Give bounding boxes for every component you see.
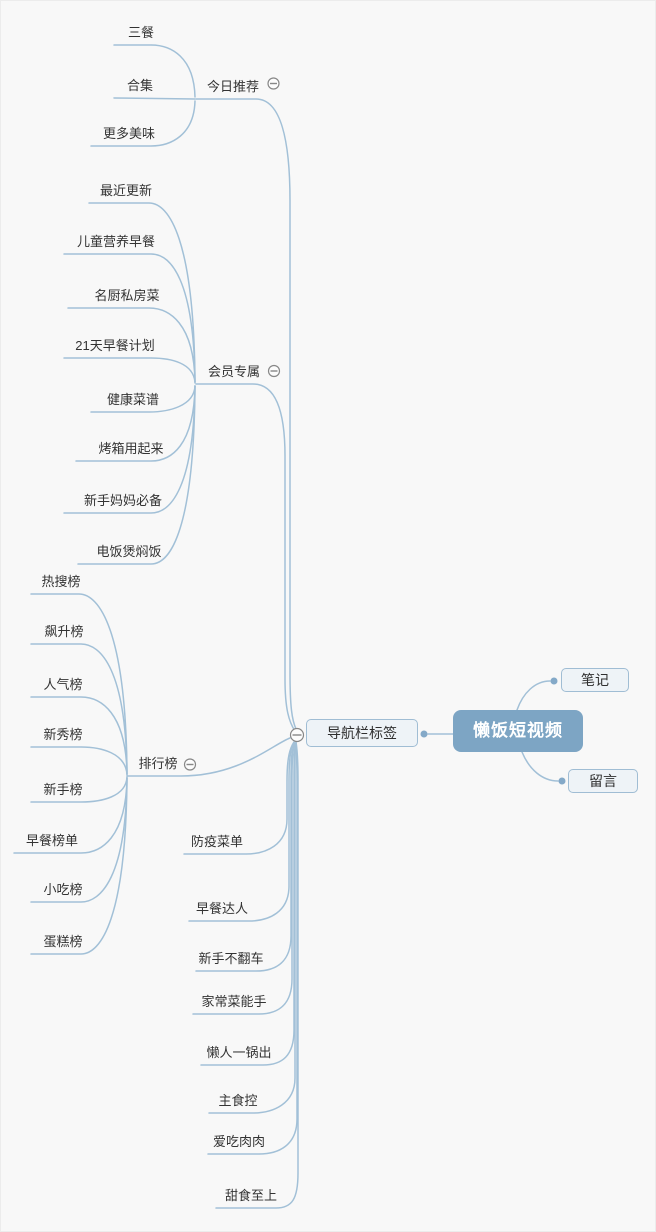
node-new-mom-essentials[interactable]: 新手妈妈必备	[83, 493, 162, 508]
branch-line	[195, 98, 297, 730]
node-popularity-ranking[interactable]: 人气榜	[43, 677, 83, 692]
branch-line	[516, 680, 551, 711]
connector-dot	[558, 777, 566, 785]
node-today-recommend[interactable]: 今日推荐	[206, 79, 259, 94]
node-collection[interactable]: 合集	[126, 78, 153, 93]
node-use-the-oven[interactable]: 烤箱用起来	[98, 441, 164, 456]
branch-line	[113, 97, 196, 100]
collapse-icon-member-exclusive[interactable]	[267, 364, 281, 378]
node-staple-food-fan[interactable]: 主食控	[218, 1093, 258, 1108]
connector-dot	[420, 730, 428, 738]
branch-line	[126, 737, 291, 777]
node-breakfast-ranking-list[interactable]: 早餐榜单	[25, 833, 78, 848]
branch-line	[77, 385, 196, 565]
branch-line	[195, 742, 296, 972]
branch-line	[30, 776, 128, 803]
branch-line	[200, 742, 297, 1066]
node-healthy-recipes[interactable]: 健康菜谱	[106, 392, 159, 407]
branch-line	[113, 44, 196, 98]
root-node-lazy-rice-short-video[interactable]: 懒饭短视频	[453, 710, 583, 752]
branch-line	[215, 741, 299, 1209]
node-three-meals[interactable]: 三餐	[127, 25, 154, 40]
node-recent-updates[interactable]: 最近更新	[99, 183, 152, 198]
node-children-nutrition-breakfast[interactable]: 儿童营养早餐	[76, 234, 155, 249]
collapse-icon-today-recommend[interactable]	[267, 77, 280, 90]
branch-line	[90, 385, 196, 413]
node-anti-epidemic-menu[interactable]: 防疫菜单	[190, 834, 243, 849]
node-cake-ranking[interactable]: 蛋糕榜	[43, 934, 83, 949]
node-rankings[interactable]: 排行榜	[138, 756, 178, 771]
branch-line	[63, 357, 196, 384]
node-snack-ranking[interactable]: 小吃榜	[43, 882, 83, 897]
node-breakfast-expert[interactable]: 早餐达人	[195, 901, 248, 916]
branch-line	[30, 643, 128, 775]
branch-line	[521, 751, 559, 782]
node-sweets-first[interactable]: 甜食至上	[224, 1188, 277, 1203]
node-lazy-one-pot[interactable]: 懒人一锅出	[206, 1045, 272, 1060]
branch-line	[30, 777, 128, 955]
branch-line	[13, 777, 128, 854]
branch-line	[63, 253, 196, 383]
node-soaring-ranking[interactable]: 飙升榜	[44, 624, 84, 639]
node-famous-chef-private-dishes[interactable]: 名厨私房菜	[94, 288, 160, 303]
branch-line	[183, 741, 295, 855]
collapse-icon-navbar-tags[interactable]	[289, 727, 305, 743]
node-21-day-breakfast-plan[interactable]: 21天早餐计划	[75, 338, 155, 353]
branch-line	[88, 202, 196, 383]
branch-line	[90, 100, 196, 147]
node-more-delicious[interactable]: 更多美味	[102, 126, 155, 141]
node-beginner-ranking[interactable]: 新手榜	[43, 782, 83, 797]
node-home-cooking-expert[interactable]: 家常菜能手	[201, 994, 267, 1009]
branch-line	[195, 383, 296, 732]
node-navbar-tags[interactable]: 导航栏标签	[306, 719, 418, 747]
node-hot-search-ranking[interactable]: 热搜榜	[41, 574, 81, 589]
node-member-exclusive[interactable]: 会员专属	[207, 364, 260, 379]
node-beginner-no-fail[interactable]: 新手不翻车	[198, 951, 264, 966]
branch-line	[208, 742, 297, 1114]
node-rice-cooker-braised-rice[interactable]: 电饭煲焖饭	[96, 544, 162, 559]
node-meat-lover[interactable]: 爱吃肉肉	[212, 1134, 265, 1149]
branch-line	[30, 593, 128, 775]
branch-line	[30, 777, 128, 903]
branch-line	[75, 385, 196, 462]
node-rising-star-ranking[interactable]: 新秀榜	[43, 727, 83, 742]
branch-line	[192, 742, 296, 1015]
branch-line	[67, 307, 196, 383]
collapse-icon-rankings[interactable]	[183, 758, 197, 771]
node-messages[interactable]: 留言	[568, 769, 638, 793]
branch-line	[30, 696, 128, 775]
node-notes[interactable]: 笔记	[561, 668, 629, 692]
branch-line	[30, 746, 128, 776]
connector-dot	[550, 677, 558, 685]
branch-line	[188, 741, 295, 922]
